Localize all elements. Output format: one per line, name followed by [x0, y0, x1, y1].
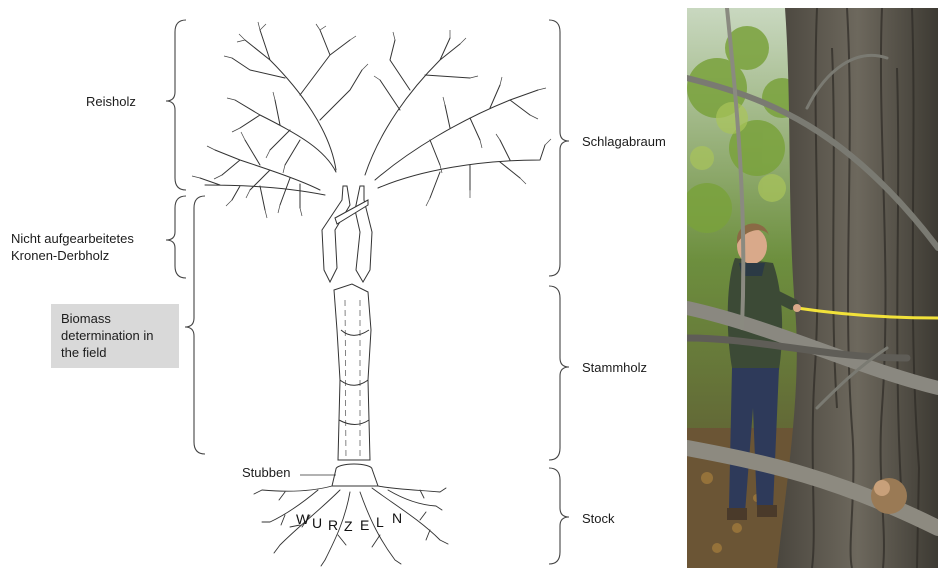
wurzeln-letter: W [296, 511, 310, 527]
label-stock: Stock [582, 510, 615, 527]
wurzeln-letter: Z [344, 518, 354, 534]
biomass-determination-box: Biomass determination in the field [51, 304, 179, 368]
stump [300, 464, 378, 486]
brace-krone [166, 196, 186, 278]
label-schlagabraum: Schlagabraum [582, 133, 666, 150]
label-stubben: Stubben [242, 464, 290, 481]
brace-stock [549, 468, 569, 564]
field-photo [687, 8, 938, 568]
wurzeln-letter: N [392, 510, 403, 526]
brace-biomass [185, 196, 205, 454]
crown-branches-right [365, 38, 545, 198]
label-stammholz: Stammholz [582, 359, 647, 376]
crown-twigs [192, 22, 551, 218]
upper-trunk [322, 186, 372, 282]
label-kronen-line2: Kronen-Derbholz [11, 247, 134, 264]
brace-stammholz [549, 286, 569, 460]
wurzeln-letter: E [360, 517, 370, 533]
main-trunk [334, 284, 371, 460]
wurzeln-letter: L [376, 514, 385, 530]
brace-schlagabraum [549, 20, 569, 276]
label-kronen-line1: Nicht aufgearbeitetes [11, 230, 134, 247]
wurzeln-letter: R [328, 517, 339, 533]
label-kronen-derbholz: Nicht aufgearbeitetes Kronen-Derbholz [11, 230, 134, 264]
label-reisholz: Reisholz [86, 93, 136, 110]
field-photo-illustration [687, 8, 938, 568]
crown-branches [200, 30, 362, 210]
brace-reisholz [166, 20, 186, 190]
wurzeln-letter: U [312, 515, 323, 531]
